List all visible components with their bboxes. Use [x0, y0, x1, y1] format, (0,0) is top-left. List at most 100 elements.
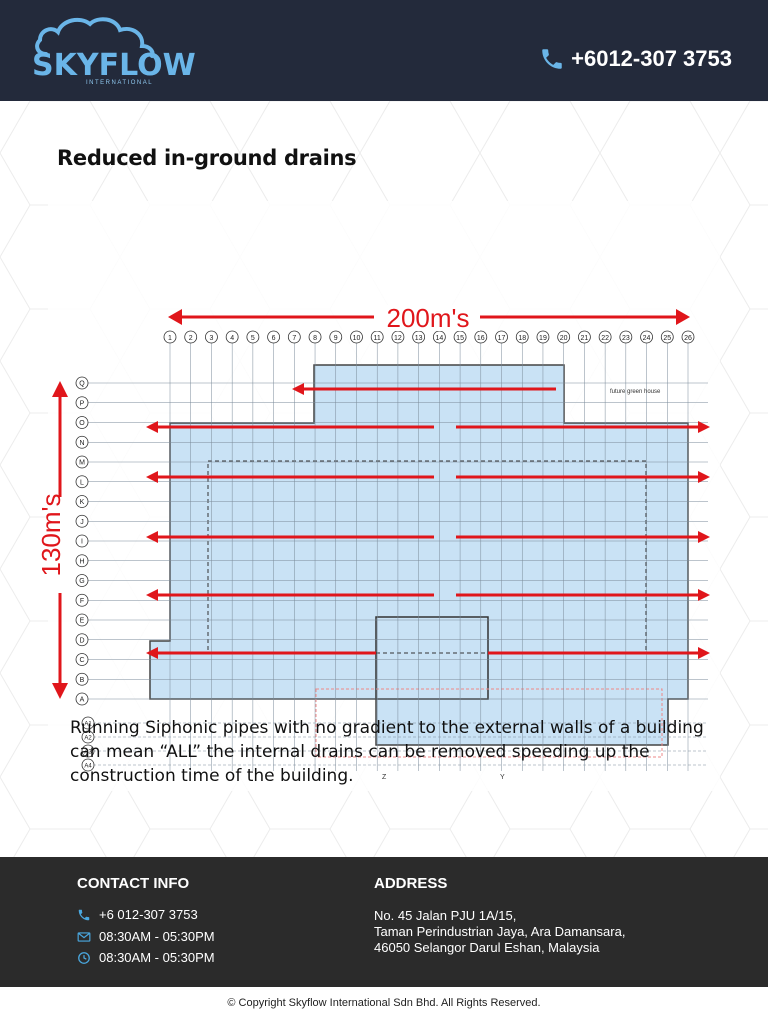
description-text: Running Siphonic pipes with no gradient … [70, 718, 704, 786]
site-header: SKYFLOW INTERNATIONAL +6012-307 3753 [0, 0, 768, 101]
grid-row-label: K [80, 499, 85, 506]
contact-phone-row[interactable]: +6 012-307 3753 [77, 907, 198, 922]
grid-row-label: O [79, 420, 85, 427]
grid-column-label: 20 [560, 335, 568, 342]
grid-column-label: 9 [334, 335, 338, 342]
grid-column-bubble [205, 330, 218, 344]
grid-column-label: 12 [394, 335, 402, 342]
grid-column-bubble [287, 330, 301, 344]
contact-hours-row: 08:30AM - 05:30PM [77, 950, 215, 965]
grid-column-label: 26 [684, 335, 692, 342]
contact-hours-text: 08:30AM - 05:30PM [99, 929, 215, 944]
site-footer: CONTACT INFO +6 012-307 3753 08:30AM - 0… [0, 857, 768, 987]
grid-subrow-label: A4 [84, 764, 92, 770]
header-phone[interactable]: +6012-307 3753 [539, 46, 732, 72]
height-label: 130m's [36, 493, 66, 576]
grid-column-bubble [598, 330, 612, 344]
grid-row-label: E [80, 618, 85, 625]
grid-row-label: H [79, 558, 84, 565]
phone-icon [542, 49, 562, 69]
grid-row-label: P [80, 400, 85, 407]
grid-column-label: 13 [415, 335, 423, 342]
grid-row-bubble [75, 554, 89, 568]
grid-column-bubble [495, 330, 508, 344]
grid-column-bubble [619, 330, 633, 344]
grid-subrow-label: A3 [84, 750, 92, 756]
address-line: No. 45 Jalan PJU 1A/15, [374, 908, 517, 923]
grid-column-bubble [350, 330, 363, 344]
grid-column-bubble [163, 330, 177, 344]
marker-z: Z [382, 774, 387, 781]
grid-column-bubble [660, 330, 674, 344]
grid-column-bubble [246, 330, 260, 344]
grid-column-bubble [308, 330, 322, 344]
address-heading: ADDRESS [374, 875, 448, 892]
grid-column-label: 17 [498, 335, 506, 342]
contact-phone-text: +6 012-307 3753 [99, 907, 198, 922]
header-phone-number: +6012-307 3753 [571, 46, 732, 71]
grid-row-bubble [75, 475, 89, 489]
grid-row-bubble [75, 653, 89, 666]
grid-row-label: C [79, 657, 84, 664]
grid-row-label: N [79, 440, 84, 447]
grid-row-bubble [75, 613, 89, 627]
grid-row-label: B [80, 677, 85, 684]
grid-column-label: 1 [168, 335, 172, 342]
grid-row-bubble [75, 633, 89, 647]
grid-column-label: 3 [209, 335, 213, 342]
clock-icon [78, 951, 90, 964]
grid-column-bubble [474, 330, 488, 344]
address-line: 46050 Selangor Darul Eshan, Malaysia [374, 940, 600, 955]
width-label: 200m's [386, 303, 469, 333]
grid-column-bubble [225, 330, 239, 344]
grid-column-label: 5 [251, 335, 255, 342]
grid-row-label: J [80, 519, 84, 526]
grid-row-bubble [75, 416, 89, 429]
grid-column-label: 14 [435, 335, 443, 342]
grid-row-bubble [75, 435, 89, 449]
grid-subrow-bubble [81, 744, 95, 758]
grid-row-bubble [75, 514, 89, 528]
grid-row-bubble [75, 574, 89, 587]
grid-subrow-bubble [81, 716, 95, 730]
grid-column-label: 4 [230, 335, 234, 342]
contact-email-row[interactable]: 08:30AM - 05:30PM [77, 929, 215, 944]
grid-column-label: 8 [313, 335, 317, 342]
grid-row-label: I [81, 539, 83, 546]
grid-column-bubble [681, 330, 695, 344]
brand-subtitle: INTERNATIONAL [86, 80, 154, 86]
grid-row-bubble [75, 455, 89, 469]
grid-column-label: 24 [643, 335, 651, 342]
grid-column-bubble [536, 330, 550, 344]
grid-row-label: M [79, 460, 85, 467]
address-block: No. 45 Jalan PJU 1A/15, Taman Perindustr… [374, 908, 625, 956]
brand-name: SKYFLOW [32, 48, 196, 83]
section-title: Reduced in-ground drains [57, 146, 357, 170]
future-greenhouse-note: future green house [610, 389, 661, 395]
grid-column-bubble [557, 330, 571, 344]
grid-row-bubble [75, 396, 89, 410]
contact-hours-text-2: 08:30AM - 05:30PM [99, 950, 215, 965]
grid-row-bubble [75, 593, 89, 607]
grid-column-label: 23 [622, 335, 630, 342]
grid-row-label: D [79, 637, 84, 644]
grid-row-bubble [75, 692, 89, 706]
address-line: Taman Perindustrian Jaya, Ara Damansara, [374, 924, 626, 939]
grid-subrow-label: A2 [84, 736, 92, 742]
grid-column-bubble [329, 330, 343, 344]
grid-row-bubble [75, 376, 89, 390]
grid-column-label: 7 [292, 335, 296, 342]
skyflow-logo[interactable]: SKYFLOW INTERNATIONAL [28, 12, 196, 90]
copyright-text: © Copyright Skyflow International Sdn Bh… [0, 987, 768, 1024]
grid-column-label: 19 [539, 335, 547, 342]
grid-column-bubble [578, 330, 591, 344]
grid-subrow-bubble [81, 758, 95, 772]
grid-row-label: G [79, 578, 84, 585]
grid-row-bubble [75, 495, 89, 508]
envelope-icon [77, 931, 91, 942]
grid-column-label: 10 [353, 335, 361, 342]
grid-row-label: L [80, 479, 84, 486]
grid-subrow-label: A1 [84, 722, 92, 728]
grid-row-bubble [75, 672, 89, 686]
